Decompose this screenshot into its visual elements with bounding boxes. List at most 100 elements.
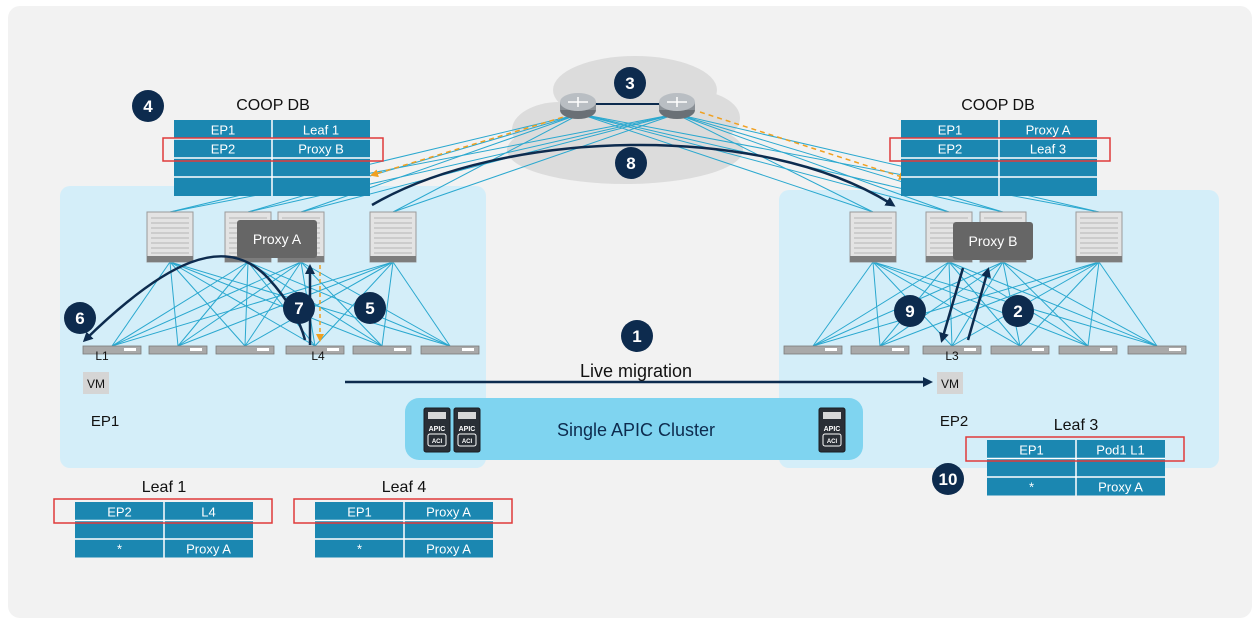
svg-text:9: 9 [905,302,914,321]
step-badge-1: 1 [621,320,653,352]
spine-left-1 [146,211,194,263]
step-badge-10: 10 [932,463,964,495]
svg-text:3: 3 [625,74,634,93]
leaf-right-3 [922,345,982,355]
proxy-a-box: Proxy A [237,220,317,258]
svg-text:ACI: ACI [827,439,838,445]
leaf-left-1 [82,345,142,355]
leaf1-cell-2-1: Proxy A [186,541,231,556]
step-badge-6: 6 [64,302,96,334]
leaf-left-6 [420,345,480,355]
apic-controller-2: APIC ACI [453,407,481,453]
leaf-right-2 [850,345,910,355]
step-badge-7: 7 [283,292,315,324]
coop-left-cell-1-1: Proxy B [298,142,344,157]
leaf3-cell-0-0: EP1 [1019,442,1044,457]
coop-right-cell-0-0: EP1 [938,123,963,138]
leaf-label-l4: L4 [311,349,325,363]
step-badge-4: 4 [132,90,164,122]
proxy-b-label: Proxy B [968,233,1017,249]
proxy-a-label: Proxy A [253,231,302,247]
svg-text:APIC: APIC [429,426,446,433]
apic-cluster-bar [405,398,863,460]
svg-text:6: 6 [75,309,84,328]
leaf-left-2 [148,345,208,355]
router-left [560,93,596,119]
svg-text:APIC: APIC [824,426,841,433]
leaf-right-1 [783,345,843,355]
svg-text:ACI: ACI [462,439,473,445]
vm-left-label: VM [87,377,105,391]
flow-arrow-8 [371,143,896,207]
svg-text:ACI: ACI [432,439,443,445]
leaf-left-4 [285,345,345,355]
coop-right-highlight [889,137,1111,162]
step-badge-5: 5 [354,292,386,324]
leaf-right-6 [1127,345,1187,355]
leaf3-cell-2-0: * [1029,479,1034,494]
svg-text:7: 7 [294,299,303,318]
leaf4-table-title: Leaf 4 [382,479,427,496]
leaf-label-l1: L1 [95,349,109,363]
leaf1-cell-2-0: * [117,541,122,556]
svg-text:4: 4 [143,97,153,116]
leaf4-cell-0-1: Proxy A [426,504,471,519]
coop-right-cell-0-1: Proxy A [1026,123,1071,138]
leaf4-cell-0-0: EP1 [347,504,372,519]
spine-right-4 [1075,211,1123,263]
apic-controllers: APIC ACI APIC ACI APIC ACI [423,407,846,453]
step-badge-2: 2 [1002,295,1034,327]
leaf3-cell-0-1: Pod1 L1 [1096,442,1144,457]
leaf-left-3 [215,345,275,355]
coop-right-title: COOP DB [961,97,1035,114]
apic-controller-1: APIC ACI [423,407,451,453]
leaf1-cell-0-1: L4 [201,504,215,519]
vm-right-label: VM [941,377,959,391]
leaf-right-5 [1058,345,1118,355]
svg-text:2: 2 [1013,302,1022,321]
proxy-b-box: Proxy B [953,222,1033,260]
leaf-switches [82,345,1187,355]
coop-left-cell-0-1: Leaf 1 [303,123,339,138]
leaf-left-5 [352,345,412,355]
router-right [659,93,695,119]
svg-text:5: 5 [365,299,374,318]
migration-label: Live migration [580,361,692,381]
step-badge-9: 9 [894,295,926,327]
leaf3-table-title: Leaf 3 [1054,417,1099,434]
dashed-link-left [370,111,581,178]
leaf3-highlight [965,436,1185,462]
svg-text:APIC: APIC [459,426,476,433]
leaf1-highlight [53,498,273,524]
apic-controller-3: APIC ACI [818,407,846,453]
step-badge-3: 3 [614,67,646,99]
leaf1-cell-0-0: EP2 [107,504,132,519]
flow-arrow-6 [82,255,269,343]
leaf1-table: EP2 L4 * Proxy A [53,498,273,558]
coop-left-cell-1-0: EP2 [211,142,236,157]
spine-left-4 [369,211,417,263]
vm-right: VM [937,372,963,394]
coop-left-highlight [162,137,384,162]
leaf4-cell-2-1: Proxy A [426,541,471,556]
leaf4-cell-2-0: * [357,541,362,556]
flow-arrow-2 [966,267,991,341]
flow-arrow-9 [939,267,965,343]
svg-text:1: 1 [632,327,641,346]
coop-left-table: EP1 Leaf 1 EP2 Proxy B [162,120,384,196]
coop-right-cell-1-0: EP2 [938,142,963,157]
ep1-label: EP1 [91,413,119,430]
leaf1-table-title: Leaf 1 [142,479,187,496]
coop-left-cell-0-0: EP1 [211,123,236,138]
svg-text:8: 8 [626,154,635,173]
vm-left: VM [83,372,109,394]
step-badges: 1 2 3 4 5 6 7 8 9 10 [64,67,1034,495]
ep2-label: EP2 [940,413,968,430]
coop-right-table: EP1 Proxy A EP2 Leaf 3 [889,120,1111,196]
spine-right-1 [849,211,897,263]
coop-right-cell-1-1: Leaf 3 [1030,142,1066,157]
coop-left-title: COOP DB [236,97,310,114]
